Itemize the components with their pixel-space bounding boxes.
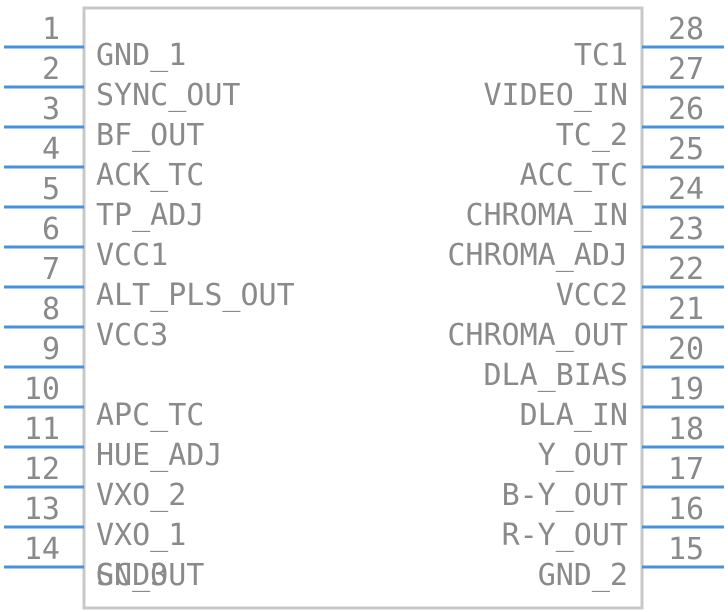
pin-label-21: CHROMA_OUT — [447, 318, 628, 353]
pin-number-12: 12 — [24, 452, 60, 487]
pin-label-18: Y_OUT — [538, 438, 628, 473]
pin-number-8: 8 — [42, 292, 60, 327]
pin-number-18: 18 — [668, 412, 704, 447]
pin-number-10: 10 — [24, 372, 60, 407]
pin-number-28: 28 — [668, 12, 704, 47]
pin-number-24: 24 — [668, 172, 704, 207]
pin-label-24: CHROMA_IN — [465, 198, 628, 233]
pin-label-8: VCC3 — [96, 318, 168, 353]
pin-number-19: 19 — [668, 372, 704, 407]
pin-label-5: TP_ADJ — [96, 198, 204, 233]
pin-label-12: VXO_2 — [96, 478, 186, 513]
pin-number-2: 2 — [42, 52, 60, 87]
pin-label-6: VCC1 — [96, 238, 168, 273]
pin-number-15: 15 — [668, 532, 704, 567]
pin-number-21: 21 — [668, 292, 704, 327]
pin-label-16: R-Y_OUT — [502, 518, 628, 553]
pin-label-26: TC_2 — [556, 118, 628, 153]
pin-number-23: 23 — [668, 212, 704, 247]
pin-label-19: DLA_IN — [520, 398, 628, 433]
pin-number-7: 7 — [42, 252, 60, 287]
pin-number-6: 6 — [42, 212, 60, 247]
pin-number-3: 3 — [42, 92, 60, 127]
pin-label-17: B-Y_OUT — [502, 478, 628, 513]
chip-body — [82, 6, 644, 610]
pin-number-14: 14 — [24, 532, 60, 567]
pin-label-13: VXO_1 — [96, 518, 186, 553]
pin-label-22: VCC2 — [556, 278, 628, 313]
pin-number-4: 4 — [42, 132, 60, 167]
pin-number-27: 27 — [668, 52, 704, 87]
pin-label-7: ALT_PLS_OUT — [96, 278, 295, 313]
pin-label-2: SYNC_OUT — [96, 78, 241, 113]
pin-label-4: ACK_TC — [96, 158, 204, 193]
pin-label-15: GND_2 — [538, 558, 628, 593]
pin-label-sc-out: SC_OUT — [96, 558, 204, 593]
pin-number-9: 9 — [42, 332, 60, 367]
pin-label-3: BF_OUT — [96, 118, 204, 153]
pin-number-25: 25 — [668, 132, 704, 167]
pin-number-22: 22 — [668, 252, 704, 287]
pin-label-25: ACC_TC — [520, 158, 628, 193]
pin-label-1: GND_1 — [96, 38, 186, 73]
pin-label-11: HUE_ADJ — [96, 438, 222, 473]
pin-label-28: TC1 — [574, 38, 628, 73]
pin-number-11: 11 — [24, 412, 60, 447]
pin-number-26: 26 — [668, 92, 704, 127]
pin-label-10: APC_TC — [96, 398, 204, 433]
pin-number-16: 16 — [668, 492, 704, 527]
pin-number-1: 1 — [42, 12, 60, 47]
pin-label-14: GND3 — [96, 558, 168, 593]
pin-number-13: 13 — [24, 492, 60, 527]
pin-number-5: 5 — [42, 172, 60, 207]
pin-label-20: DLA_BIAS — [484, 358, 629, 393]
pin-number-20: 20 — [668, 332, 704, 367]
pin-label-23: CHROMA_ADJ — [447, 238, 628, 273]
pin-number-17: 17 — [668, 452, 704, 487]
pin-label-27: VIDEO_IN — [484, 78, 629, 113]
